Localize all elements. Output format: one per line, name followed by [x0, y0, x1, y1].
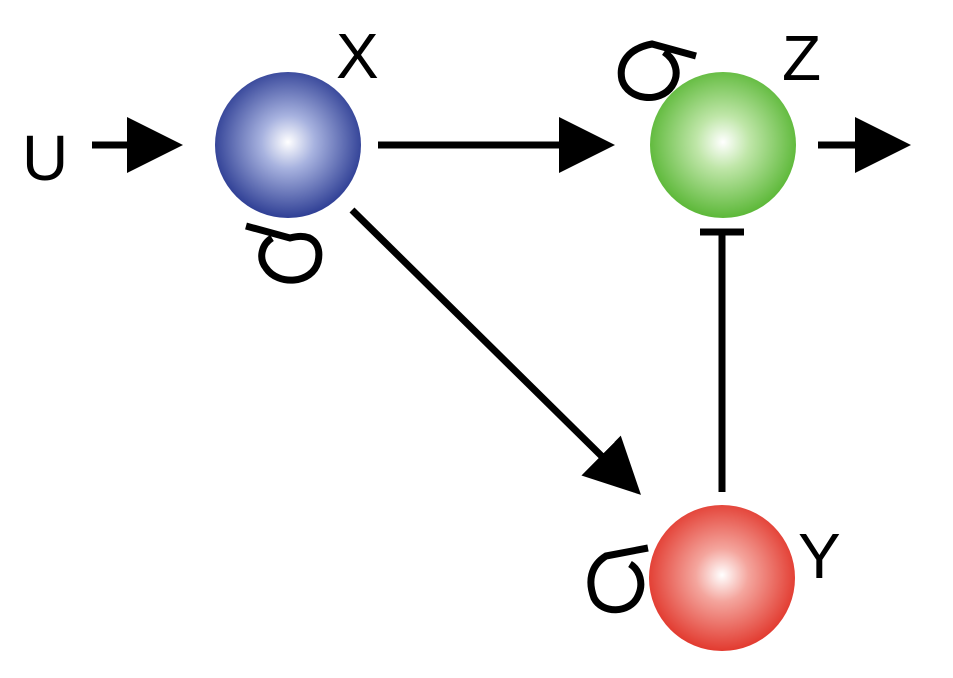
edge-x-to-y: [349, 207, 641, 495]
node-z: [650, 72, 796, 218]
node-z-label: Z: [782, 22, 821, 94]
self-loop-y: [587, 544, 649, 614]
self-loop-z: [617, 40, 697, 101]
node-x-label: X: [336, 20, 379, 92]
node-x: [215, 72, 361, 218]
node-y-label: Y: [798, 520, 841, 592]
self-loop-x: [245, 222, 323, 284]
input-label-u: U: [22, 122, 68, 194]
node-y: [649, 505, 795, 651]
